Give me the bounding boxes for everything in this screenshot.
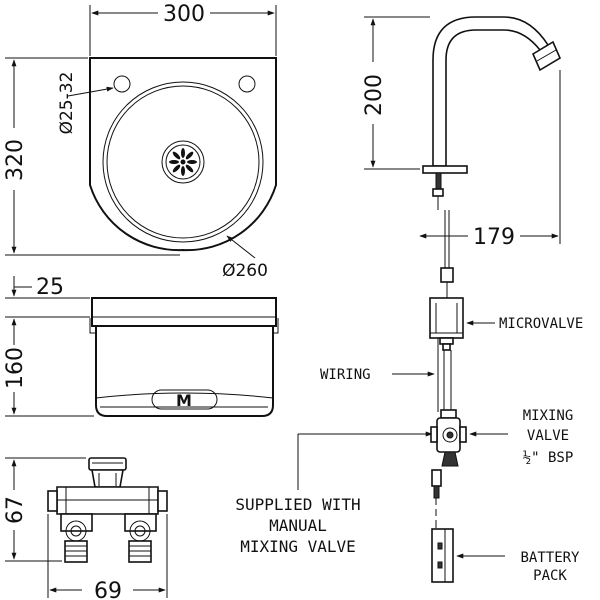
dim-valve-height: 67 [3, 496, 28, 524]
bowl-inner [106, 85, 260, 239]
svg-text:½" BSP: ½" BSP [523, 450, 574, 466]
dim-basin-width: 300 [163, 2, 205, 27]
supplied-note: SUPPLIED WITH MANUAL MIXING VALVE [235, 431, 433, 556]
label-wiring: WIRING [320, 367, 371, 383]
spout [432, 16, 550, 167]
dim-basin-height: 160 [3, 347, 28, 389]
microvalve [429, 297, 464, 339]
dim-valve-width: 69 [94, 579, 122, 600]
svg-text:PACK: PACK [533, 568, 567, 584]
dim-rim-height: 25 [36, 275, 64, 300]
dim-basin-depth: 320 [3, 139, 28, 181]
svg-text:MIXING VALVE: MIXING VALVE [240, 537, 356, 556]
basin-body [95, 326, 274, 417]
dim-spout-height: 200 [362, 74, 387, 116]
dim-hole-diameter: Ø25-32 [57, 72, 77, 135]
label-battery-pack: BATTERY [520, 550, 580, 566]
label-mixing-valve: MIXING [523, 408, 574, 424]
svg-text:SUPPLIED WITH: SUPPLIED WITH [235, 495, 360, 514]
dim-spout-reach: 179 [473, 225, 515, 250]
basin-side-view: M 25 160 [3, 275, 279, 417]
svg-text:MANUAL: MANUAL [269, 516, 327, 535]
battery-pack [431, 528, 454, 583]
label-microvalve: MICROVALVE [499, 316, 583, 332]
tap-hole-right [238, 75, 256, 93]
bowl-outer [102, 81, 264, 243]
dim-bowl-diameter: Ø260 [222, 261, 268, 281]
basin-top-view: 300 320 Ø25-32 Ø260 [3, 2, 277, 281]
assembly-labels: MICROVALVE WIRING MIXING VALVE ½" BSP BA… [320, 316, 583, 584]
logo-plate [151, 389, 218, 410]
svg-text:VALVE: VALVE [527, 428, 569, 444]
basin-rim [91, 297, 277, 327]
manual-mixing-valve: 67 69 [3, 457, 168, 600]
basin-outline [89, 57, 277, 252]
spout-assembly: 200 179 [362, 16, 562, 583]
drain-strainer-icon [161, 140, 205, 184]
logo-icon: M [176, 391, 192, 410]
tap-hole-left [113, 75, 131, 93]
